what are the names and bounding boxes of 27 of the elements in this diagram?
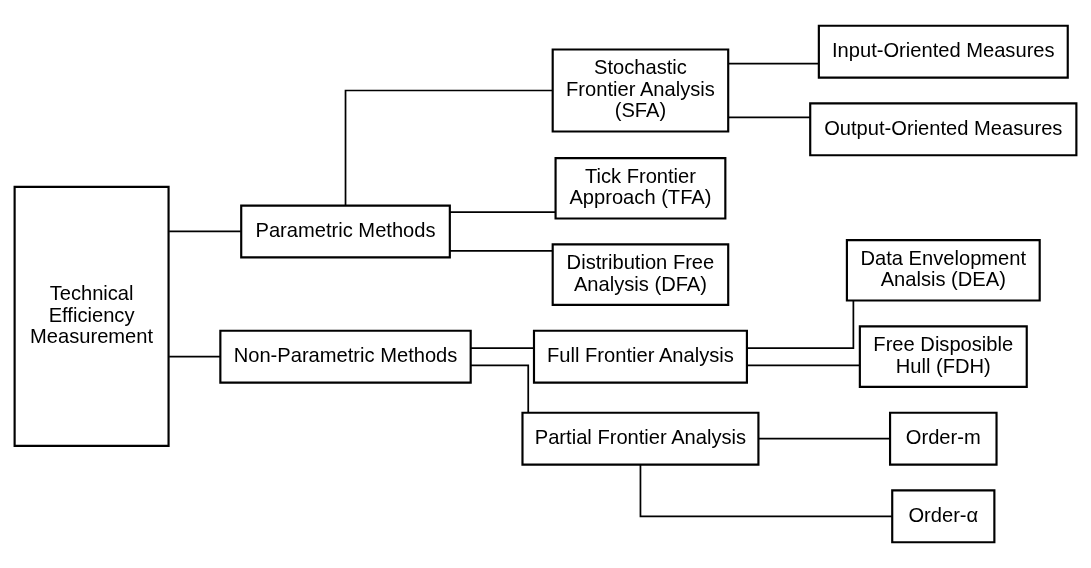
connector [727, 62, 820, 65]
connector [449, 211, 556, 213]
node-box: Full Frontier Analysis [532, 329, 748, 384]
connector [727, 116, 811, 119]
node-box: Input-Oriented Measures [817, 24, 1069, 79]
node-box: Output-Oriented Measures [809, 102, 1078, 157]
node-box: Data Envelopment Analsis (DEA) [845, 239, 1041, 302]
connector [757, 437, 891, 440]
node-box: Order-m [889, 411, 998, 466]
node-box: Free Disposible Hull (FDH) [858, 325, 1028, 388]
connector [746, 299, 855, 349]
node-box: Order-α [891, 489, 996, 544]
node-box: Non-Parametric Methods [219, 329, 472, 384]
node-box: Tick Frontier Approach (TFA) [554, 157, 727, 220]
connector [470, 364, 530, 414]
node-box: Stochastic Frontier Analysis (SFA) [551, 48, 730, 133]
node-box: Partial Frontier Analysis [521, 411, 760, 466]
node-box: Parametric Methods [240, 204, 451, 259]
node-box: Technical Efficiency Measurement [13, 185, 170, 447]
connector [449, 250, 554, 252]
connector [470, 347, 535, 349]
connector [639, 464, 893, 518]
connector [168, 230, 242, 233]
connector [746, 364, 861, 367]
connector [168, 355, 222, 358]
connector [344, 89, 554, 206]
node-box: Distribution Free Analysis (DFA) [551, 243, 730, 306]
